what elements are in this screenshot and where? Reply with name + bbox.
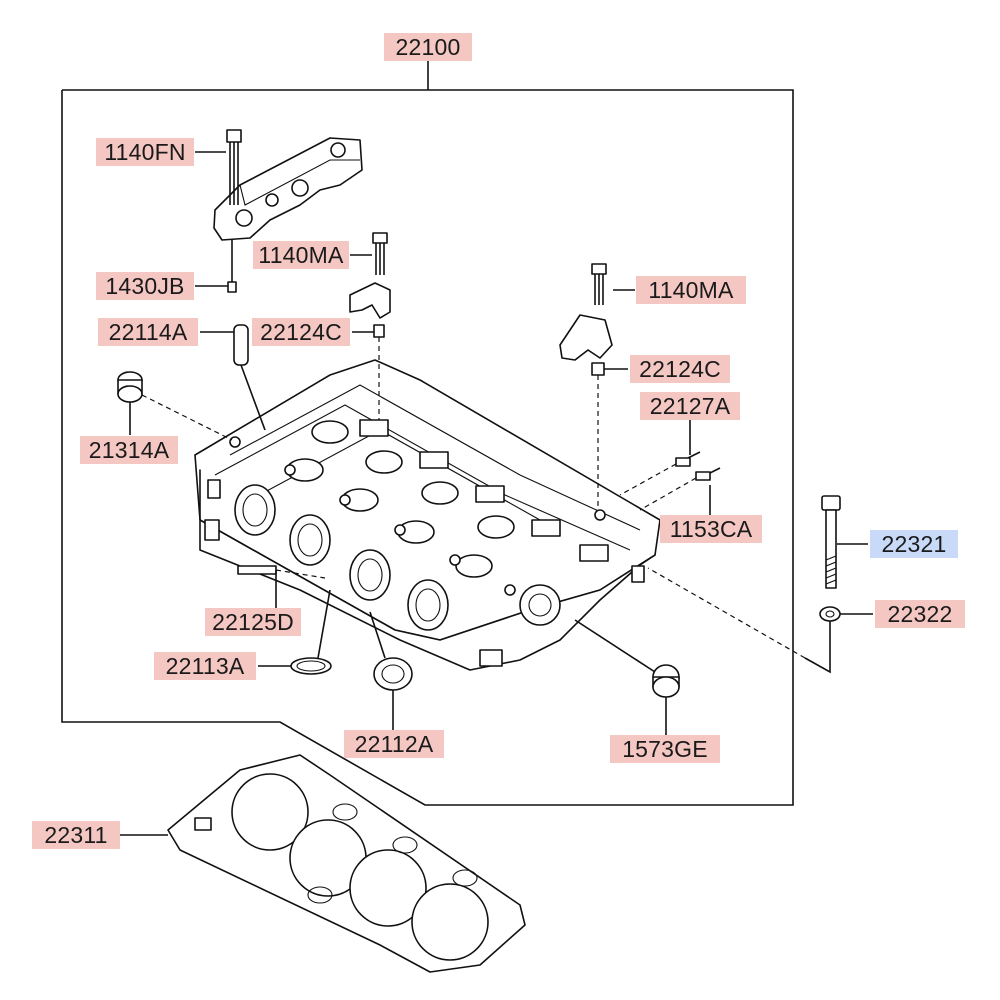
label-bg [80,436,178,464]
label-bg [660,515,762,543]
label-bg [154,652,256,680]
cylinder-head-drawing [194,359,661,671]
head-gasket-22311-drawing [167,754,526,973]
front-cam-bracket-drawing [213,137,363,241]
seal-ring-22113a-drawing [290,589,332,675]
plug-1573ge-drawing [574,619,680,698]
part-label-22125d[interactable]: 22125D [205,608,301,636]
label-bg [875,600,965,628]
part-label-22114a[interactable]: 22114A [98,318,198,346]
part-label-22112a[interactable]: 22112A [344,730,444,758]
label-bg [32,821,120,849]
part-label-22127a[interactable]: 22127A [640,392,740,420]
label-bg [610,735,720,763]
part-label-21314a[interactable]: 21314A [80,436,178,464]
label-text: 22114A [109,319,188,345]
label-text: 1573GE [622,736,708,762]
label-bg [384,33,472,61]
part-label-1430jb[interactable]: 1430JB [96,272,194,300]
label-text: 22321 [882,531,947,557]
head-bolt-22321-drawing [821,495,841,589]
label-text: 1140FN [104,139,185,165]
label-bg [96,272,194,300]
label-text: 22322 [888,601,953,627]
label-bg [205,608,301,636]
part-label-22321[interactable]: 22321 [870,530,958,558]
label-text: 1140MA [258,242,344,268]
label-bg [630,355,730,383]
label-bg [98,318,198,346]
label-text: 22100 [396,34,461,60]
part-label-22311[interactable]: 22311 [32,821,120,849]
label-bg [640,392,740,420]
label-bg [253,241,349,269]
cam-cap-right-drawing [559,263,613,510]
part-label-22100[interactable]: 22100 [384,33,472,61]
label-bg [870,530,958,558]
plug-21314a-drawing [117,371,233,441]
label-text: 22127A [650,393,731,419]
label-text: 21314A [89,437,170,463]
label-text: 22125D [212,609,294,635]
part-label-1140ma-right[interactable]: 1140MA [636,276,746,304]
label-text: 1153CA [670,516,753,542]
part-label-22124c-right[interactable]: 22124C [630,355,730,383]
label-bg [252,318,350,346]
leader-lines [120,151,873,836]
part-label-22322[interactable]: 22322 [875,600,965,628]
sleeve-22114a-drawing [233,324,266,431]
part-label-1573ge[interactable]: 1573GE [610,735,720,763]
label-text: 1140MA [648,277,734,303]
dowel-1430jb-drawing [227,240,237,293]
part-label-1140fn[interactable]: 1140FN [96,138,194,166]
part-label-22113a[interactable]: 22113A [154,652,256,680]
label-text: 22124C [639,356,721,382]
label-text: 22112A [355,731,434,757]
cam-cap-middle-drawing [349,232,391,420]
label-text: 1430JB [105,273,184,299]
label-text: 22124C [260,319,342,345]
studs-22127a-drawing [619,451,721,511]
part-label-1153ca[interactable]: 1153CA [660,515,762,543]
label-bg [96,138,194,166]
label-bg [344,730,444,758]
label-text: 22311 [44,822,107,848]
label-text: 22113A [166,653,245,679]
part-label-1140ma-top[interactable]: 1140MA [253,241,349,269]
part-label-22124c-left[interactable]: 22124C [252,318,350,346]
label-bg [636,276,746,304]
assembly-frame [61,60,794,806]
washer-22322-drawing [647,567,841,674]
bolt-1140fn-drawing [226,129,242,205]
